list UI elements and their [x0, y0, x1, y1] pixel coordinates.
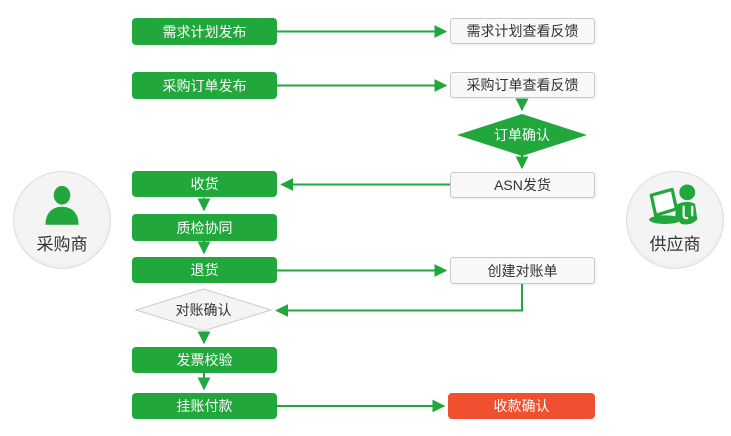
- person-laptop-icon: [649, 184, 698, 225]
- node-label: 收货: [190, 176, 219, 192]
- node-po-feedback: 采购订单查看反馈: [450, 72, 595, 98]
- node-invoice-verify: 发票校验: [132, 347, 277, 373]
- node-label: 采购订单发布: [162, 77, 247, 94]
- node-order-confirm: 订单确认: [457, 114, 587, 156]
- supplier-label: 供应商: [649, 235, 701, 254]
- node-label: 退货: [190, 262, 219, 278]
- node-label: 发票校验: [176, 352, 233, 368]
- node-label: 需求计划发布: [162, 23, 247, 40]
- node-receive: 收货: [132, 171, 277, 197]
- node-statement-confirm: 对账确认: [135, 288, 272, 332]
- person-icon: [45, 185, 79, 225]
- buyer-actor: 采购商: [13, 171, 111, 269]
- node-return-goods: 退货: [132, 257, 277, 283]
- buyer-label: 采购商: [36, 235, 88, 254]
- node-label: 订单确认: [494, 127, 550, 143]
- node-label: 质检协同: [176, 219, 233, 236]
- node-asn-ship: ASN发货: [450, 172, 595, 198]
- node-label: 对账确认: [175, 302, 232, 318]
- node-po-publish: 采购订单发布: [132, 72, 277, 99]
- node-label: 创建对账单: [487, 262, 558, 279]
- arrow-statement-to-confirm: [275, 284, 523, 317]
- diamond-shape: [135, 288, 272, 332]
- node-payment: 挂账付款: [132, 393, 277, 419]
- node-label: ASN发货: [494, 177, 551, 193]
- diamond-shape: [457, 114, 587, 156]
- node-label: 收款确认: [493, 398, 550, 414]
- node-quality-collab: 质检协同: [132, 214, 277, 241]
- node-label: 采购订单查看反馈: [466, 77, 579, 93]
- node-receipt-confirm: 收款确认: [448, 393, 595, 419]
- node-demand-plan-publish: 需求计划发布: [132, 18, 277, 45]
- node-demand-plan-feedback: 需求计划查看反馈: [450, 18, 595, 44]
- node-label: 挂账付款: [176, 398, 233, 414]
- supplier-actor: 供应商: [626, 171, 724, 269]
- node-label: 需求计划查看反馈: [466, 23, 579, 39]
- node-create-statement: 创建对账单: [450, 257, 595, 284]
